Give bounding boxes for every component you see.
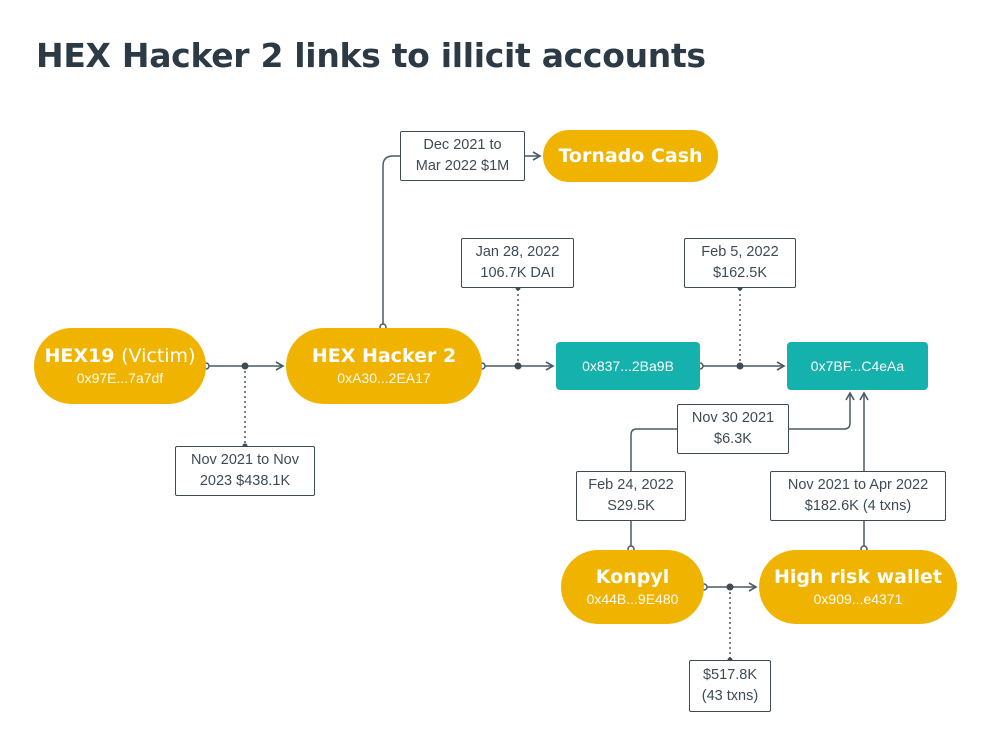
node-hex19[interactable]: HEX19 (Victim) 0x97E...7a7df	[34, 328, 206, 404]
node-hex-hacker-2-address: 0xA30...2EA17	[337, 370, 431, 386]
edge-label-highrisk-to-7bf: Nov 2021 to Apr 2022 $182.6K (4 txns)	[770, 471, 946, 521]
node-wallet-7bf[interactable]: 0x7BF...C4eAa	[787, 342, 928, 390]
junction-dot	[241, 362, 249, 370]
node-high-risk-wallet-address: 0x909...e4371	[813, 591, 903, 607]
edge-label-konpyl-to-7bf: Nov 30 2021 $6.3K	[677, 404, 789, 454]
page-title: HEX Hacker 2 links to illicit accounts	[36, 36, 706, 75]
edge-label-konpyl-to-highrisk: $517.8K (43 txns)	[689, 660, 771, 712]
edge-label-hacker-to-837: Jan 28, 2022 106.7K DAI	[461, 238, 574, 288]
node-tornado-cash-name: Tornado Cash	[558, 145, 703, 167]
node-high-risk-wallet[interactable]: High risk wallet 0x909...e4371	[759, 550, 957, 624]
node-konpyl-address: 0x44B...9E480	[586, 591, 679, 607]
node-wallet-837[interactable]: 0x837...2Ba9B	[556, 342, 700, 390]
edge-label-7bf-to-konpyl: Feb 24, 2022 S29.5K	[576, 471, 686, 521]
node-konpyl[interactable]: Konpyl 0x44B...9E480	[561, 550, 704, 624]
junction-dot	[736, 362, 744, 370]
junction-dot	[514, 362, 522, 370]
node-hex19-address: 0x97E...7a7df	[76, 370, 164, 386]
node-tornado-cash[interactable]: Tornado Cash	[543, 130, 718, 182]
edge-label-victim-to-hacker: Nov 2021 to Nov 2023 $438.1K	[175, 446, 315, 496]
node-hex19-name: HEX19 (Victim)	[44, 345, 196, 367]
node-high-risk-wallet-name: High risk wallet	[774, 566, 942, 588]
node-hex-hacker-2-name: HEX Hacker 2	[311, 345, 457, 367]
edge-label-837-to-7bf: Feb 5, 2022 $162.5K	[684, 238, 796, 288]
junction-dot	[726, 583, 734, 591]
edge-hacker-to-tornado	[382, 151, 542, 327]
edge-label-hacker-to-tornado: Dec 2021 to Mar 2022 $1M	[400, 131, 525, 181]
node-konpyl-name: Konpyl	[595, 566, 670, 588]
node-hex-hacker-2[interactable]: HEX Hacker 2 0xA30...2EA17	[286, 328, 482, 404]
